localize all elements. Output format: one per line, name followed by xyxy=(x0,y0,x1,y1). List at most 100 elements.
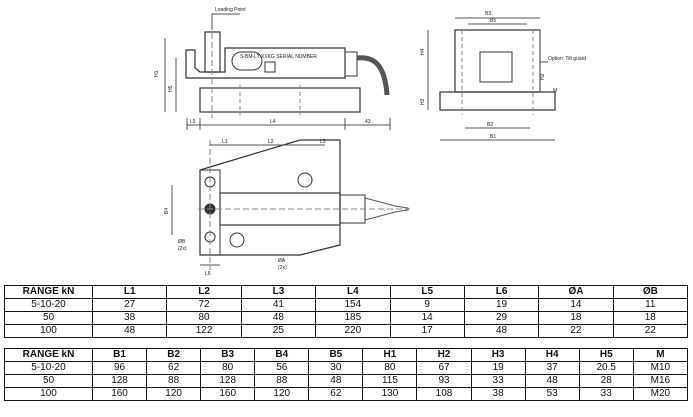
cell: 48 xyxy=(91,324,168,338)
tilt-guard-callout: Option: Tilt guard xyxy=(548,56,586,62)
cell: 27 xyxy=(91,298,168,312)
cell: 14 xyxy=(389,311,465,325)
cell: 120 xyxy=(146,387,202,401)
header-h4: H4 xyxy=(524,348,580,362)
cell: 19 xyxy=(463,298,540,312)
header-l3: L3 xyxy=(240,285,317,299)
header-range: RANGE kN xyxy=(4,285,93,299)
cell: 128 xyxy=(91,374,148,388)
header-h5: H5 xyxy=(578,348,634,362)
cell-range: 50 xyxy=(4,311,93,325)
dim-h5: H5 xyxy=(168,85,174,92)
table-row: 100 48 122 25 220 17 48 22 22 xyxy=(4,324,689,338)
cell: 17 xyxy=(389,324,465,338)
dim-ext: 43 xyxy=(365,119,371,125)
cell: 120 xyxy=(254,387,310,401)
cell: 20.5 xyxy=(578,361,634,375)
dimensions-table-length: RANGE kN L1 L2 L3 L4 L5 L6 ØA ØB 5-10-20… xyxy=(4,285,689,338)
cell-range: 5-10-20 xyxy=(4,298,93,312)
header-range: RANGE kN xyxy=(4,348,93,362)
cell: 53 xyxy=(524,387,580,401)
header-b3: B3 xyxy=(200,348,256,362)
header-b5: B5 xyxy=(308,348,364,362)
cell: M10 xyxy=(632,361,689,375)
cell: 9 xyxy=(389,298,465,312)
header-l4: L4 xyxy=(315,285,391,299)
header-l5: L5 xyxy=(389,285,465,299)
cell: 25 xyxy=(240,324,317,338)
cell: 128 xyxy=(200,374,256,388)
cell-range: 50 xyxy=(4,374,93,388)
cell: 18 xyxy=(612,311,689,325)
dim-l4: L4 xyxy=(270,119,276,125)
header-m: M xyxy=(632,348,689,362)
table-row: 50 128 88 128 88 48 115 93 33 48 28 M16 xyxy=(4,374,689,388)
cell: 56 xyxy=(254,361,310,375)
header-oa: ØA xyxy=(538,285,614,299)
cell: 115 xyxy=(362,374,418,388)
header-ob: ØB xyxy=(612,285,689,299)
dim-l2: L2 xyxy=(268,139,274,145)
cell-range: 5-10-20 xyxy=(4,361,93,375)
dim-b2: B2 xyxy=(487,122,493,128)
dim-b1: B1 xyxy=(490,134,496,140)
cell: 62 xyxy=(146,361,202,375)
dim-ob-count: (2x) xyxy=(278,265,287,271)
cell: 48 xyxy=(524,374,580,388)
cell: 22 xyxy=(538,324,614,338)
header-l2: L2 xyxy=(166,285,242,299)
cell: 160 xyxy=(91,387,148,401)
cell: 108 xyxy=(416,387,472,401)
header-b1: B1 xyxy=(91,348,148,362)
cell: 22 xyxy=(612,324,689,338)
cell: 80 xyxy=(362,361,418,375)
cell: 19 xyxy=(470,361,526,375)
cell: 29 xyxy=(463,311,540,325)
cell: 48 xyxy=(308,374,364,388)
dim-l6: L6 xyxy=(205,271,211,277)
cell: 160 xyxy=(200,387,256,401)
cell: 30 xyxy=(308,361,364,375)
cell: M16 xyxy=(632,374,689,388)
cell: 72 xyxy=(166,298,242,312)
dim-l3: L3 xyxy=(320,139,326,145)
cell: 93 xyxy=(416,374,472,388)
cell: 18 xyxy=(538,311,614,325)
table-row: 5-10-20 27 72 41 154 9 19 14 11 xyxy=(4,298,689,312)
cell: 130 xyxy=(362,387,418,401)
cell: 88 xyxy=(254,374,310,388)
cell: 33 xyxy=(470,374,526,388)
header-h1: H1 xyxy=(362,348,418,362)
cell: 28 xyxy=(578,374,634,388)
table-header-row: RANGE kN B1 B2 B3 B4 B5 H1 H2 H3 H4 H5 M xyxy=(4,348,689,362)
end-view xyxy=(427,17,556,141)
loading-point-callout: Loading Point xyxy=(215,7,246,13)
cell: 48 xyxy=(240,311,317,325)
dim-m: M xyxy=(553,88,557,94)
dim-l1: L1 xyxy=(222,139,228,145)
table-header-row: RANGE kN L1 L2 L3 L4 L5 L6 ØA ØB xyxy=(4,285,689,299)
dim-h1: H1 xyxy=(154,70,160,77)
dimensions-table-height-width: RANGE kN B1 B2 B3 B4 B5 H1 H2 H3 H4 H5 M… xyxy=(4,348,689,401)
dim-l5: L5 xyxy=(190,119,196,125)
cell: 14 xyxy=(538,298,614,312)
dim-b4: B4 xyxy=(164,208,170,214)
cell: 37 xyxy=(524,361,580,375)
technical-drawing: Loading Point S-BM-LT XXKG SERIAL NUMBER… xyxy=(154,7,586,277)
cell: 33 xyxy=(578,387,634,401)
dimension-labels: Loading Point S-BM-LT XXKG SERIAL NUMBER… xyxy=(154,7,586,277)
cell: 11 xyxy=(612,298,689,312)
header-b2: B2 xyxy=(146,348,202,362)
header-l6: L6 xyxy=(463,285,540,299)
table-row: 50 38 80 48 185 14 29 18 18 xyxy=(4,311,689,325)
dim-oa: ØB xyxy=(178,239,186,245)
header-l1: L1 xyxy=(91,285,168,299)
dim-ob: ØA xyxy=(278,258,286,264)
cell: 62 xyxy=(308,387,364,401)
cell: 96 xyxy=(91,361,148,375)
cell: 80 xyxy=(166,311,242,325)
cell: 41 xyxy=(240,298,317,312)
cell: 154 xyxy=(315,298,391,312)
dim-h3: H3 xyxy=(420,98,426,105)
side-view xyxy=(164,13,391,130)
